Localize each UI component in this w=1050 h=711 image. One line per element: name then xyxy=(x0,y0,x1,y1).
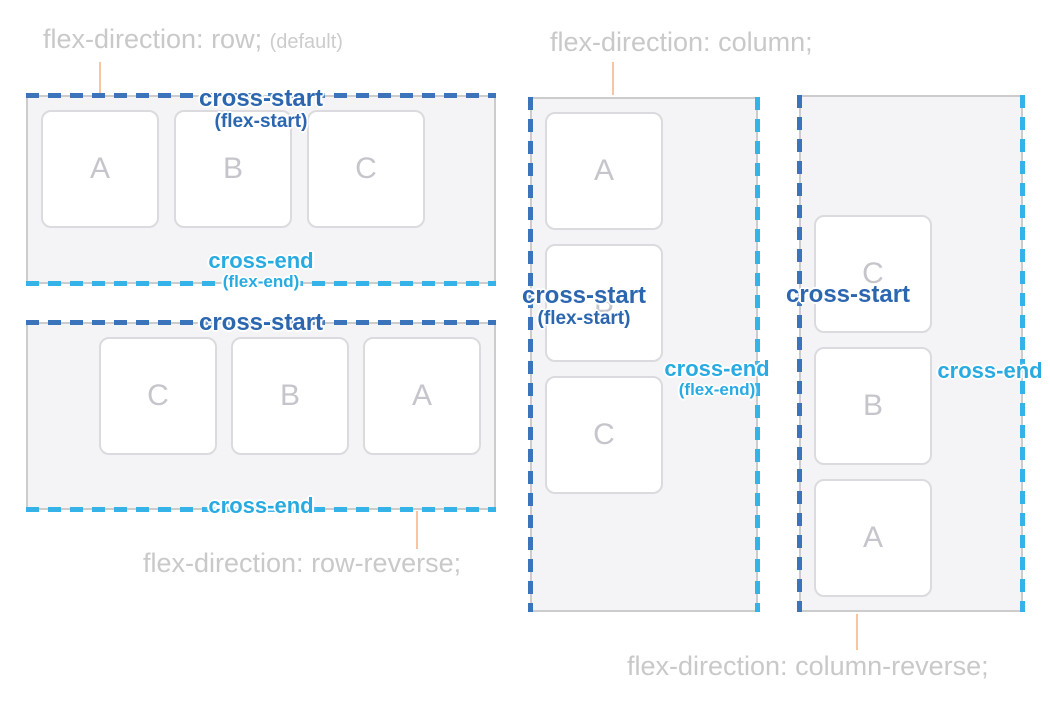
cross-start-edge xyxy=(797,95,802,612)
cross-start-edge xyxy=(26,93,496,98)
flex-item: A xyxy=(41,110,159,228)
connector-line-row-reverse xyxy=(416,511,418,549)
cross-end-label: cross-end (flex-end) xyxy=(208,247,314,291)
cross-end-edge xyxy=(26,281,496,286)
flex-item: A xyxy=(814,479,932,597)
caption-row: flex-direction: row; (default) xyxy=(43,24,343,55)
flex-item: B xyxy=(231,337,349,455)
caption-column-text: flex-direction: column; xyxy=(550,27,813,57)
caption-row-reverse-text: flex-direction: row-reverse; xyxy=(143,548,462,578)
connector-line-row xyxy=(99,62,101,95)
connector-line-column-reverse xyxy=(856,614,858,650)
caption-column: flex-direction: column; xyxy=(550,27,813,58)
flex-container-row-reverse: C B A cross-start cross-end xyxy=(26,310,496,518)
flex-container-row: A B C cross-start (flex-start) cross-end… xyxy=(26,86,496,291)
cross-end-edge xyxy=(755,97,760,612)
cross-start-label: cross-start (flex-start) xyxy=(521,282,647,329)
caption-column-reverse-text: flex-direction: column-reverse; xyxy=(627,651,989,681)
flex-item: C xyxy=(814,215,932,333)
cross-end-label: cross-end (flex-end) xyxy=(664,356,770,399)
cross-start-edge xyxy=(528,97,533,612)
caption-row-reverse: flex-direction: row-reverse; xyxy=(143,548,462,579)
flex-items-column-reverse: C B A xyxy=(801,97,1021,610)
cross-end-label: cross-end xyxy=(937,358,1043,383)
flex-item: B xyxy=(545,244,663,362)
caption-row-suffix: (default) xyxy=(269,31,343,53)
caption-row-text: flex-direction: row; xyxy=(43,24,263,54)
flex-container-column: A B C cross-start (flex-start) cross-end… xyxy=(522,97,770,612)
cross-start-edge xyxy=(26,320,496,325)
flex-item: B xyxy=(814,347,932,465)
cross-end-label: cross-end xyxy=(208,493,314,519)
cross-start-label: cross-start (flex-start) xyxy=(198,85,324,132)
cross-start-label: cross-start xyxy=(198,309,324,336)
flex-container-column-reverse: C B A cross-start cross-end xyxy=(786,95,1043,612)
flex-items-row: A B C xyxy=(28,97,494,282)
flex-item: C xyxy=(307,110,425,228)
cross-end-edge xyxy=(1020,95,1025,612)
flex-item: B xyxy=(174,110,292,228)
connector-line-column xyxy=(612,62,614,95)
flex-item: C xyxy=(99,337,217,455)
cross-start-label: cross-start xyxy=(785,281,911,308)
caption-column-reverse: flex-direction: column-reverse; xyxy=(627,651,989,682)
flex-item: A xyxy=(545,112,663,230)
flex-items-row-reverse: C B A xyxy=(28,324,494,508)
flex-item: A xyxy=(363,337,481,455)
cross-end-edge xyxy=(26,507,496,512)
flex-item: C xyxy=(545,376,663,494)
flex-items-column: A B C xyxy=(532,99,756,610)
